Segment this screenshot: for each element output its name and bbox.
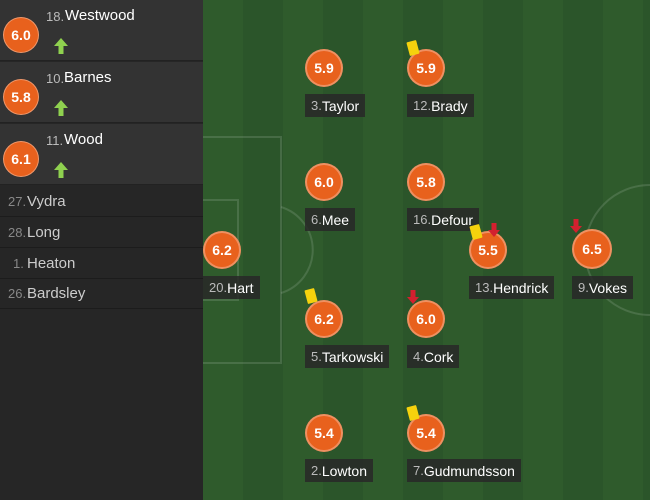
player-number: 3.: [311, 98, 322, 113]
player-mee[interactable]: 6.0 6.Mee: [305, 163, 415, 243]
player-label: 20.Hart: [203, 276, 260, 299]
rating-badge: 5.9: [305, 49, 343, 87]
rating-badge: 6.1: [3, 141, 39, 177]
substitute-row[interactable]: 5.8 10. Barnes: [0, 62, 203, 123]
pitch: 6.2 20.Hart 5.4 2.Lowton 6.2 5.Tarkowski…: [203, 0, 650, 500]
bench-row[interactable]: 26. Bardsley: [0, 279, 203, 309]
player-number: 12.: [413, 98, 432, 113]
player-number: 2.: [311, 463, 322, 478]
player-number: 28.: [8, 225, 27, 240]
player-number: 13.: [475, 280, 494, 295]
player-gudmundsson[interactable]: 5.4 7.Gudmundsson: [407, 414, 521, 494]
player-label: 16.Defour: [407, 208, 480, 231]
player-name: Lowton: [321, 462, 367, 479]
player-label: 12.Brady: [407, 94, 474, 117]
rating-badge: 5.8: [407, 163, 445, 201]
player-name: Bardsley: [27, 285, 86, 302]
player-name: Tarkowski: [321, 348, 384, 365]
player-name: Barnes: [64, 69, 112, 86]
sub-out-arrow-icon: [570, 219, 582, 233]
rating-badge: 6.0: [3, 17, 39, 53]
player-number: 16.: [413, 212, 432, 227]
player-hart[interactable]: 6.2 20.Hart: [203, 231, 313, 311]
sub-in-arrow-icon: [54, 38, 68, 54]
rating-badge: 5.9: [407, 49, 445, 87]
player-hendrick[interactable]: 5.5 13.Hendrick: [469, 231, 579, 311]
player-vokes[interactable]: 6.5 9.Vokes: [572, 229, 650, 309]
substitute-row[interactable]: 6.1 11. Wood: [0, 124, 203, 185]
player-label: 6.Mee: [305, 208, 356, 231]
player-name: Heaton: [27, 255, 76, 272]
player-name: Brady: [431, 97, 468, 114]
player-cork[interactable]: 6.0 4.Cork: [407, 300, 517, 380]
sub-in-arrow-icon: [54, 162, 68, 178]
player-number: 9.: [578, 280, 589, 295]
player-number: 20.: [209, 280, 228, 295]
player-tarkowski[interactable]: 6.2 5.Tarkowski: [305, 300, 415, 380]
player-name: Wood: [64, 131, 103, 148]
bench-row[interactable]: 1. Heaton: [0, 249, 203, 279]
player-number: 10.: [46, 71, 65, 86]
player-label: 5.Tarkowski: [305, 345, 390, 368]
player-name: Vokes: [588, 279, 627, 296]
player-number: 27.: [8, 194, 27, 209]
player-name: Cork: [423, 348, 454, 365]
player-name: Hart: [227, 279, 254, 296]
sub-in-arrow-icon: [54, 100, 68, 116]
player-lowton[interactable]: 5.4 2.Lowton: [305, 414, 415, 494]
rating-badge: 6.2: [305, 300, 343, 338]
player-label: 3.Taylor: [305, 94, 366, 117]
player-name: Hendrick: [493, 279, 549, 296]
player-name: Defour: [431, 211, 474, 228]
player-brady[interactable]: 5.9 12.Brady: [407, 49, 517, 129]
substitute-row[interactable]: 6.0 18. Westwood: [0, 0, 203, 61]
player-taylor[interactable]: 5.9 3.Taylor: [305, 49, 415, 129]
bench-row[interactable]: 27. Vydra: [0, 187, 203, 217]
player-number: 1.: [13, 256, 24, 271]
bench-row[interactable]: 28. Long: [0, 218, 203, 248]
rating-badge: 6.0: [407, 300, 445, 338]
player-number: 26.: [8, 286, 27, 301]
player-number: 5.: [311, 349, 322, 364]
player-name: Westwood: [65, 7, 135, 24]
rating-badge: 5.4: [305, 414, 343, 452]
player-name: Taylor: [321, 97, 360, 114]
sub-out-arrow-icon: [407, 290, 419, 304]
rating-badge: 5.4: [407, 414, 445, 452]
player-name: Gudmundsson: [423, 462, 515, 479]
player-name: Vydra: [27, 193, 66, 210]
rating-badge: 5.8: [3, 79, 39, 115]
player-number: 11.: [46, 133, 64, 148]
player-label: 2.Lowton: [305, 459, 373, 482]
player-number: 6.: [311, 212, 322, 227]
player-number: 18.: [46, 9, 65, 24]
player-label: 4.Cork: [407, 345, 460, 368]
player-name: Mee: [321, 211, 350, 228]
player-label: 9.Vokes: [572, 276, 633, 299]
player-label: 7.Gudmundsson: [407, 459, 521, 482]
player-defour[interactable]: 5.8 16.Defour: [407, 163, 517, 243]
rating-badge: 6.5: [572, 229, 612, 269]
sub-out-arrow-icon: [488, 223, 500, 237]
rating-badge: 6.0: [305, 163, 343, 201]
player-number: 7.: [413, 463, 424, 478]
player-number: 4.: [413, 349, 424, 364]
rating-badge: 6.2: [203, 231, 241, 269]
player-name: Long: [27, 224, 61, 241]
player-label: 13.Hendrick: [469, 276, 555, 299]
substitutes-panel: 6.0 18. Westwood 5.8 10. Barnes 6.1 11. …: [0, 0, 203, 500]
